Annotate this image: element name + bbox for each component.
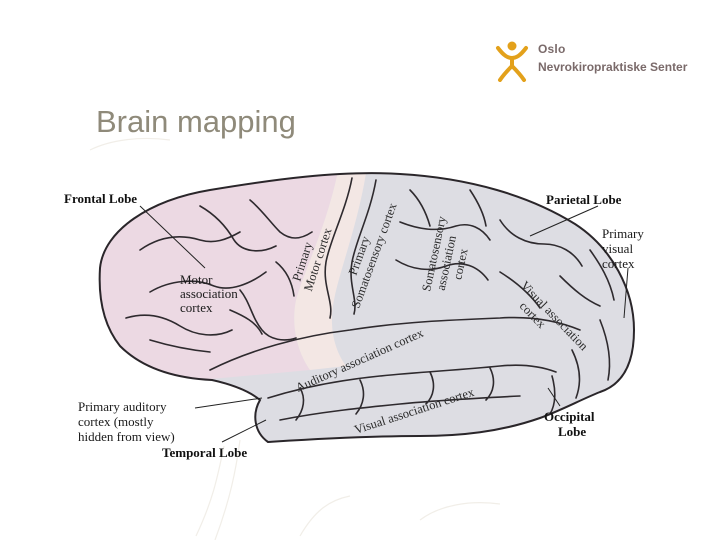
label-motor-association-cortex: Motor association cortex bbox=[180, 272, 241, 315]
label-temporal-lobe: Temporal Lobe bbox=[162, 445, 247, 460]
figure-logo-icon bbox=[496, 41, 528, 82]
label-primary-auditory-cortex: Primary auditory cortex (mostly hidden f… bbox=[78, 399, 175, 444]
logo: Oslo Nevrokiropraktiske Senter bbox=[492, 38, 692, 84]
logo-name: Nevrokiropraktiske Senter bbox=[538, 60, 688, 74]
leader-lines bbox=[139, 205, 629, 443]
label-somatosensory-association-cortex: Somatosensory association cortex bbox=[419, 212, 477, 299]
brain-gyri bbox=[125, 177, 615, 421]
brain-body bbox=[98, 172, 636, 444]
label-frontal-lobe: Frontal Lobe bbox=[64, 191, 137, 206]
label-occipital-lobe: Occipital Lobe bbox=[544, 409, 598, 439]
slide-title: Brain mapping bbox=[96, 104, 296, 139]
label-primary-visual-cortex: Primary visual cortex bbox=[602, 226, 647, 271]
label-parietal-lobe: Parietal Lobe bbox=[546, 192, 622, 207]
logo-city: Oslo bbox=[538, 42, 566, 56]
